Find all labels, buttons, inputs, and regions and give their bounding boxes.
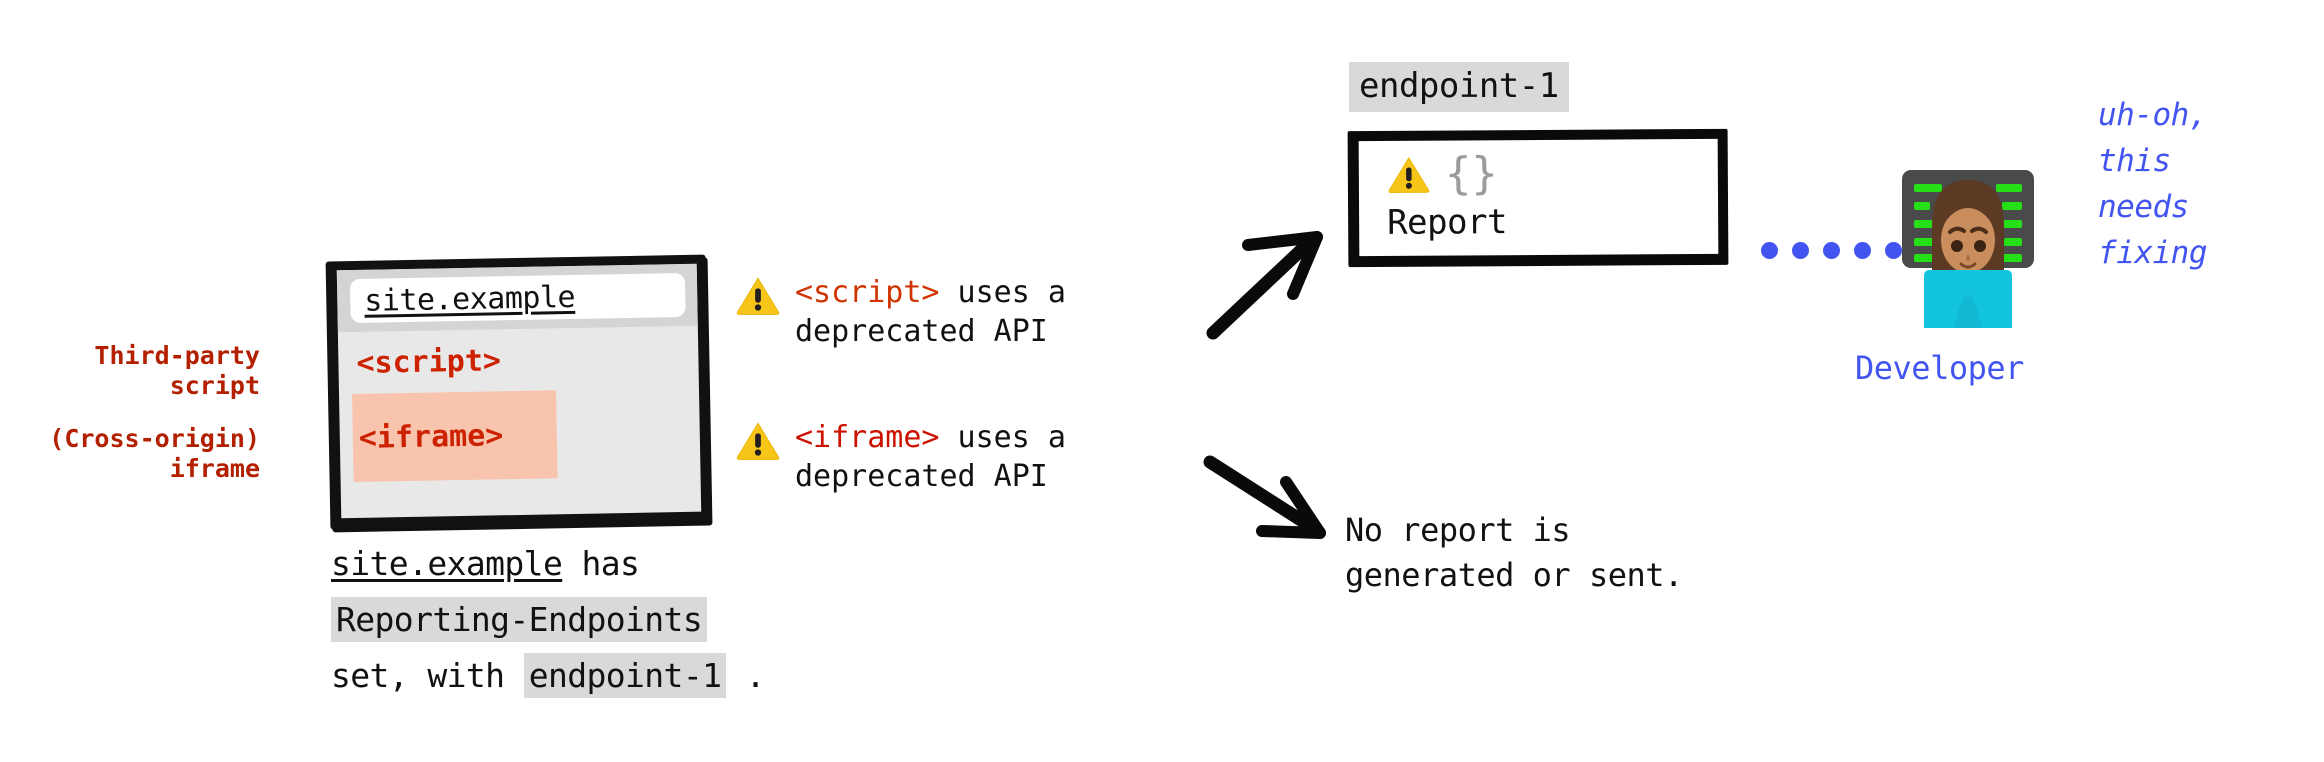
- label-third-party-script: Third-party script: [94, 341, 260, 400]
- caption: site.example has Reporting-Endpoints set…: [331, 536, 971, 704]
- caption-header-chip: Reporting-Endpoints: [331, 597, 708, 642]
- message-iframe-text: <iframe> uses a deprecated API: [795, 418, 1066, 496]
- browser-iframe-tag: <iframe>: [358, 417, 504, 456]
- browser-chrome: site.example: [336, 263, 698, 333]
- connector-dot: [1792, 242, 1809, 259]
- caption-has: has: [562, 544, 640, 583]
- caption-set-with: set, with: [331, 656, 524, 695]
- connector-dot: [1823, 242, 1840, 259]
- report-glyph-row: {}: [1387, 148, 1498, 200]
- message-iframe-rest: uses a deprecated API: [795, 420, 1066, 494]
- connector-dot: [1854, 242, 1871, 259]
- label-cross-origin-iframe: (Cross-origin) iframe: [49, 424, 260, 483]
- url-text: site.example: [363, 279, 576, 319]
- caption-line-3: set, with endpoint-1 .: [331, 648, 971, 704]
- message-script-text: <script> uses a deprecated API: [795, 273, 1066, 351]
- caption-endpoint-chip: endpoint-1: [523, 653, 727, 698]
- developer-label: Developer: [1855, 349, 2024, 387]
- arrow-to-no-report: [1203, 455, 1326, 539]
- caption-site: site.example: [331, 544, 563, 583]
- warning-triangle-icon: [736, 422, 780, 460]
- url-bar[interactable]: site.example: [349, 272, 686, 324]
- arrow-to-report: [1206, 231, 1323, 340]
- caption-period: .: [726, 656, 766, 695]
- message-script-tag: <script>: [795, 275, 940, 310]
- json-braces-icon: {}: [1444, 148, 1498, 200]
- connector-dot: [1885, 242, 1902, 259]
- endpoint-chip: endpoint-1: [1349, 62, 1569, 112]
- connector-dot: [1761, 242, 1778, 259]
- browser-body: site.example <script> <iframe>: [336, 263, 702, 519]
- report-box: {} Report: [1347, 128, 1729, 268]
- developer-speech: uh-oh, this needs fixing: [2098, 97, 2207, 271]
- woman-technologist-emoji: [1902, 170, 2034, 328]
- report-box-inner: {} Report: [1358, 138, 1719, 257]
- message-script-warning: <script> uses a deprecated API: [735, 273, 1066, 351]
- no-report-text: No report is generated or sent.: [1345, 511, 1683, 594]
- caption-line-1: site.example has: [331, 536, 971, 592]
- warning-triangle-icon: [736, 277, 780, 315]
- message-iframe-warning: <iframe> uses a deprecated API: [735, 418, 1066, 496]
- developer-avatar: [1888, 158, 2048, 340]
- warning-triangle-icon: [1388, 156, 1430, 193]
- message-script-rest: uses a deprecated API: [795, 275, 1066, 349]
- browser-iframe-highlight: <iframe>: [352, 390, 558, 483]
- browser-script-tag: <script>: [356, 343, 502, 381]
- browser-window: site.example <script> <iframe>: [325, 254, 711, 530]
- message-iframe-tag: <iframe>: [795, 420, 940, 455]
- report-label: Report: [1387, 202, 1508, 243]
- caption-line-2: Reporting-Endpoints: [331, 592, 971, 648]
